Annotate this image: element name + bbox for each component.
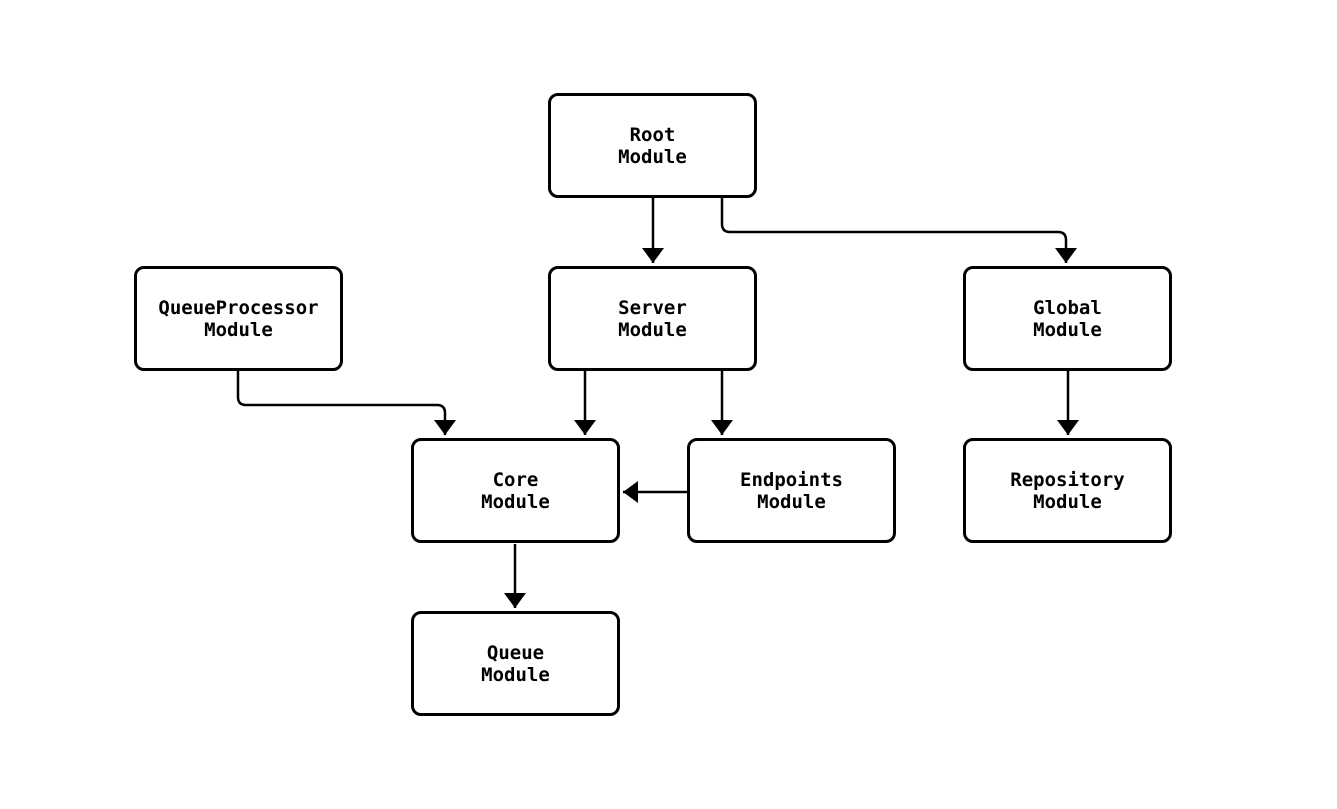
node-endpoints-module: Endpoints Module — [687, 438, 896, 543]
node-global-module: Global Module — [963, 266, 1172, 371]
node-queueprocessor-module-label: QueueProcessor Module — [158, 296, 319, 341]
node-root-module-label: Root Module — [618, 123, 687, 168]
node-server-module-label: Server Module — [618, 296, 687, 341]
node-queue-module-label: Queue Module — [481, 641, 550, 686]
node-queue-module: Queue Module — [411, 611, 620, 716]
node-repository-module-label: Repository Module — [1010, 468, 1125, 513]
node-repository-module: Repository Module — [963, 438, 1172, 543]
node-root-module: Root Module — [548, 93, 757, 198]
node-global-module-label: Global Module — [1033, 296, 1102, 341]
node-server-module: Server Module — [548, 266, 757, 371]
node-endpoints-module-label: Endpoints Module — [740, 468, 843, 513]
edge-root-to-global — [720, 198, 1077, 263]
node-core-module: Core Module — [411, 438, 620, 543]
edge-queueprocessor-to-core — [236, 371, 456, 435]
node-core-module-label: Core Module — [481, 468, 550, 513]
node-queueprocessor-module: QueueProcessor Module — [134, 266, 343, 371]
